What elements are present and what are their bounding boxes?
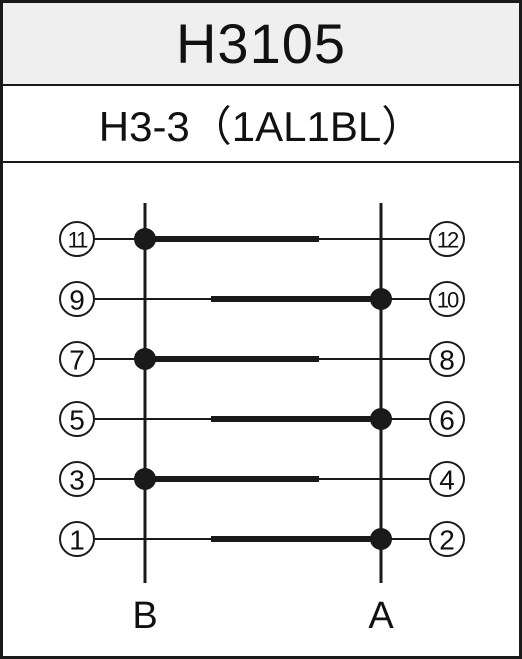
- terminal-right-circle: [429, 461, 465, 497]
- terminal-left-label: 3: [69, 465, 85, 496]
- terminal-right-label: 8: [439, 345, 455, 376]
- terminal-right-circle: [429, 221, 465, 257]
- terminal-right-label: 6: [439, 405, 455, 436]
- terminal-right-label: 4: [439, 465, 455, 496]
- junction-dot: [370, 528, 392, 550]
- junction-dot: [134, 348, 156, 370]
- terminal-right-circle: [429, 521, 465, 557]
- terminal-left-circle: [59, 341, 95, 377]
- terminal-right-circle: [429, 341, 465, 377]
- terminal-right-label: 12: [437, 228, 459, 253]
- terminal-left-circle: [59, 461, 95, 497]
- bus-label-a: A: [368, 595, 394, 637]
- terminal-left-circle: [59, 221, 95, 257]
- part-number-title: H3105: [3, 3, 519, 86]
- bus-label-b: B: [132, 595, 157, 637]
- junction-dot: [370, 288, 392, 310]
- terminal-left-label: 5: [69, 405, 85, 436]
- terminal-right-label: 2: [439, 525, 455, 556]
- model-subtitle: H3-3（1AL1BL）: [3, 86, 519, 163]
- terminal-left-circle: [59, 281, 95, 317]
- terminal-right-circle: [429, 401, 465, 437]
- terminal-row: 11 12: [59, 221, 465, 257]
- terminal-left-label: 11: [68, 228, 89, 253]
- terminal-row: 9 10: [59, 281, 465, 317]
- terminal-right-label: 10: [437, 288, 459, 313]
- terminal-left-label: 1: [69, 525, 85, 556]
- terminal-right-circle: [429, 281, 465, 317]
- terminal-left-label: 7: [69, 345, 85, 376]
- terminal-left-circle: [59, 401, 95, 437]
- junction-dot: [134, 228, 156, 250]
- junction-dot: [370, 408, 392, 430]
- junction-dot: [134, 468, 156, 490]
- terminal-left-circle: [59, 521, 95, 557]
- terminal-left-label: 9: [69, 285, 85, 316]
